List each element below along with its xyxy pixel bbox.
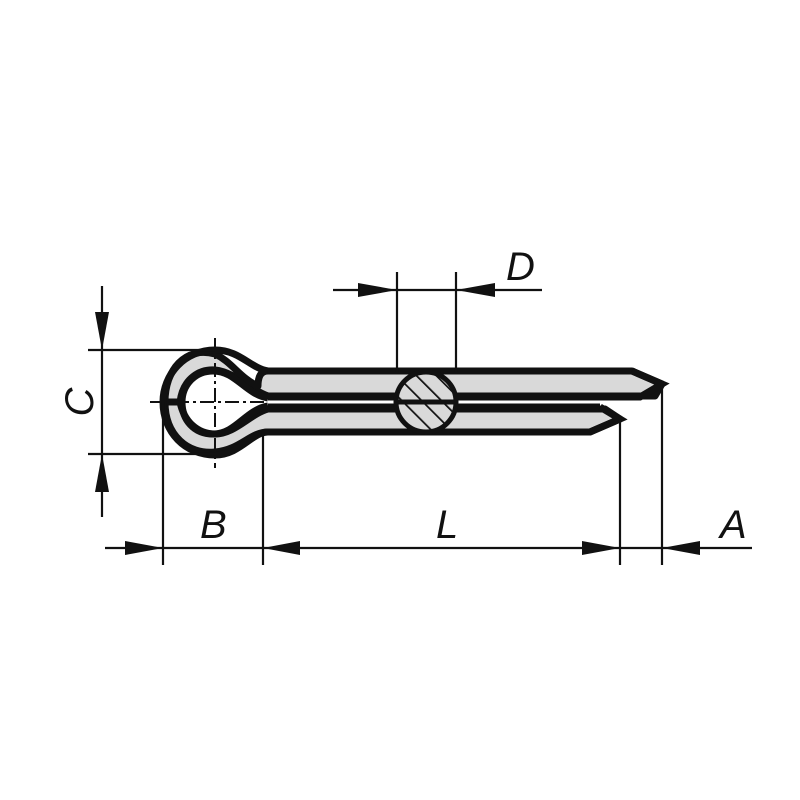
extension-lines [88, 272, 664, 565]
label-c: C [58, 386, 102, 416]
dimension-d [333, 283, 542, 297]
label-b: B [200, 503, 227, 547]
center-lines [150, 338, 268, 468]
label-d: D [506, 245, 535, 289]
label-l: L [436, 503, 458, 547]
dimension-c [95, 286, 109, 517]
label-a: A [718, 503, 747, 547]
dimension-bla [105, 541, 752, 555]
